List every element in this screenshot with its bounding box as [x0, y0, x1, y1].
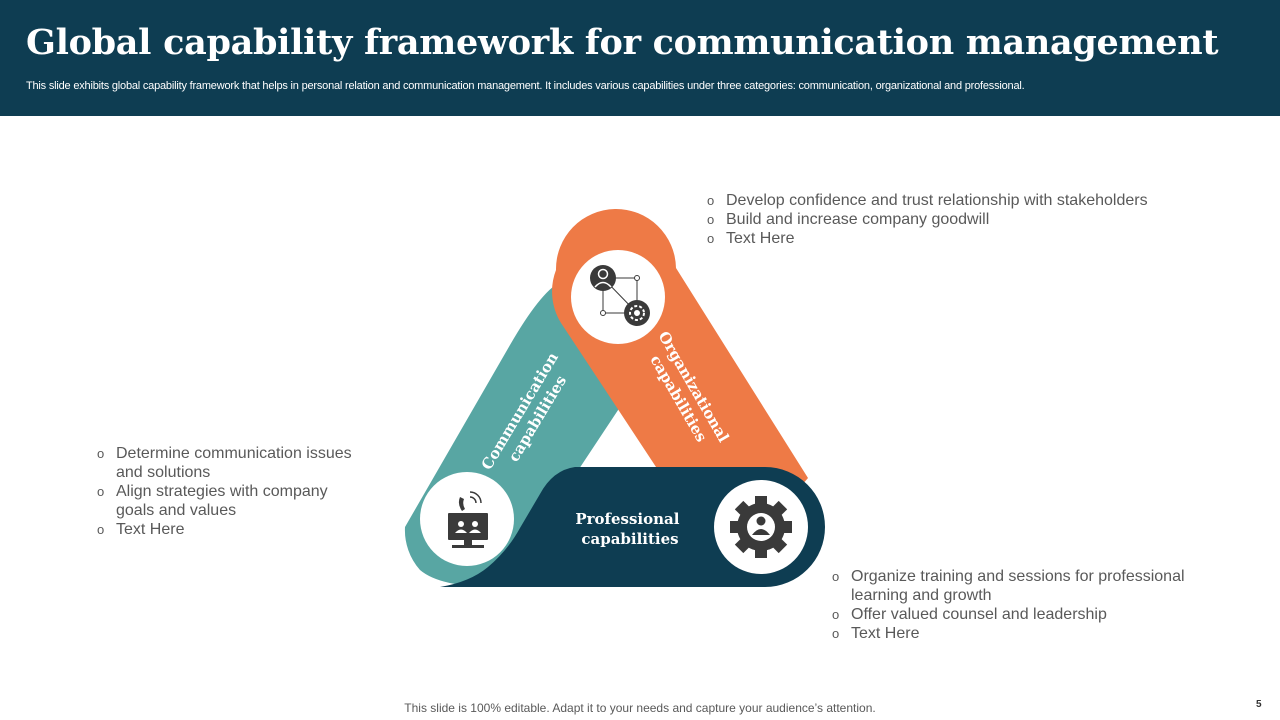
list-item: Text Here [707, 229, 1177, 248]
list-item: Build and increase company goodwill [707, 210, 1177, 229]
communication-points-list: Determine communication issues and solut… [97, 444, 362, 539]
network-gear-icon [590, 265, 650, 326]
list-item: Text Here [832, 624, 1192, 643]
list-item: Organize training and sessions for profe… [832, 567, 1192, 605]
professional-label: Professional capabilities [575, 510, 684, 548]
list-item: Align strategies with company goals and … [97, 482, 362, 520]
organizational-points-list: Develop confidence and trust relationshi… [707, 191, 1177, 248]
phone-monitor-icon [448, 491, 488, 548]
header-banner: Global capability framework for communic… [0, 0, 1280, 116]
list-item: Offer valued counsel and leadership [832, 605, 1192, 624]
gear-user-icon [730, 496, 792, 558]
page-number: 5 [1256, 699, 1262, 710]
list-item: Determine communication issues and solut… [97, 444, 362, 482]
page-title: Global capability framework for communic… [26, 22, 1219, 63]
list-item: Text Here [97, 520, 362, 539]
page-subtitle: This slide exhibits global capability fr… [26, 80, 1025, 92]
professional-points-list: Organize training and sessions for profe… [832, 567, 1192, 643]
list-item: Develop confidence and trust relationshi… [707, 191, 1177, 210]
organizational-icon-circle [571, 250, 665, 344]
footer-note: This slide is 100% editable. Adapt it to… [404, 701, 876, 715]
